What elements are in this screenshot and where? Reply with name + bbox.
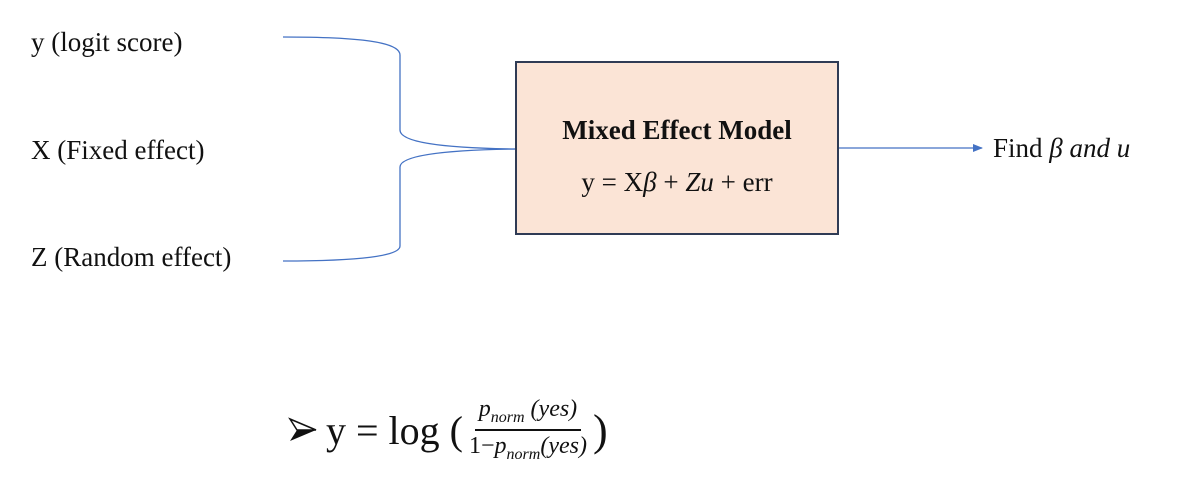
formula-lhs: y = log ( xyxy=(326,407,463,453)
logit-formula: y = log ( pnorm (yes) 1−pnorm(yes) ) xyxy=(288,390,608,470)
brace-bottom xyxy=(282,148,517,262)
den-prefix: 1− xyxy=(469,433,495,459)
model-title: Mixed Effect Model xyxy=(562,115,792,145)
eq-zu: Zu xyxy=(685,167,714,197)
input-label-y: y (logit score) xyxy=(31,27,183,57)
fraction-numerator: pnorm (yes) xyxy=(474,396,582,431)
den-sub: norm xyxy=(506,445,541,463)
num-rest: (yes) xyxy=(524,396,578,423)
formula-fraction: pnorm (yes) 1−pnorm(yes) xyxy=(465,396,591,464)
num-p: p xyxy=(478,396,491,423)
eq-beta: β xyxy=(643,167,657,197)
mixed-effect-model-box: Mixed Effect Model y = Xβ + Zu + err xyxy=(515,61,839,235)
output-prefix: Find xyxy=(993,133,1050,163)
output-beta: β xyxy=(1049,133,1063,163)
formula-close-paren: ) xyxy=(592,405,608,455)
eq-plus1: + xyxy=(656,167,686,197)
arrow-bullet-icon xyxy=(288,417,317,441)
output-label: Find β and u xyxy=(993,133,1130,164)
model-equation: y = Xβ + Zu + err xyxy=(517,167,837,198)
input-label-z: Z (Random effect) xyxy=(31,242,232,272)
fraction-denominator: 1−pnorm(yes) xyxy=(465,431,591,464)
brace-top xyxy=(282,36,517,150)
input-label-x: X (Fixed effect) xyxy=(31,135,205,165)
den-p: p xyxy=(494,433,507,459)
eq-plus2: + err xyxy=(713,167,773,197)
num-sub: norm xyxy=(490,409,525,426)
eq-lhs: y = X xyxy=(581,167,644,197)
output-and: and xyxy=(1062,133,1117,163)
den-rest: (yes) xyxy=(540,433,587,459)
output-u: u xyxy=(1116,133,1131,163)
